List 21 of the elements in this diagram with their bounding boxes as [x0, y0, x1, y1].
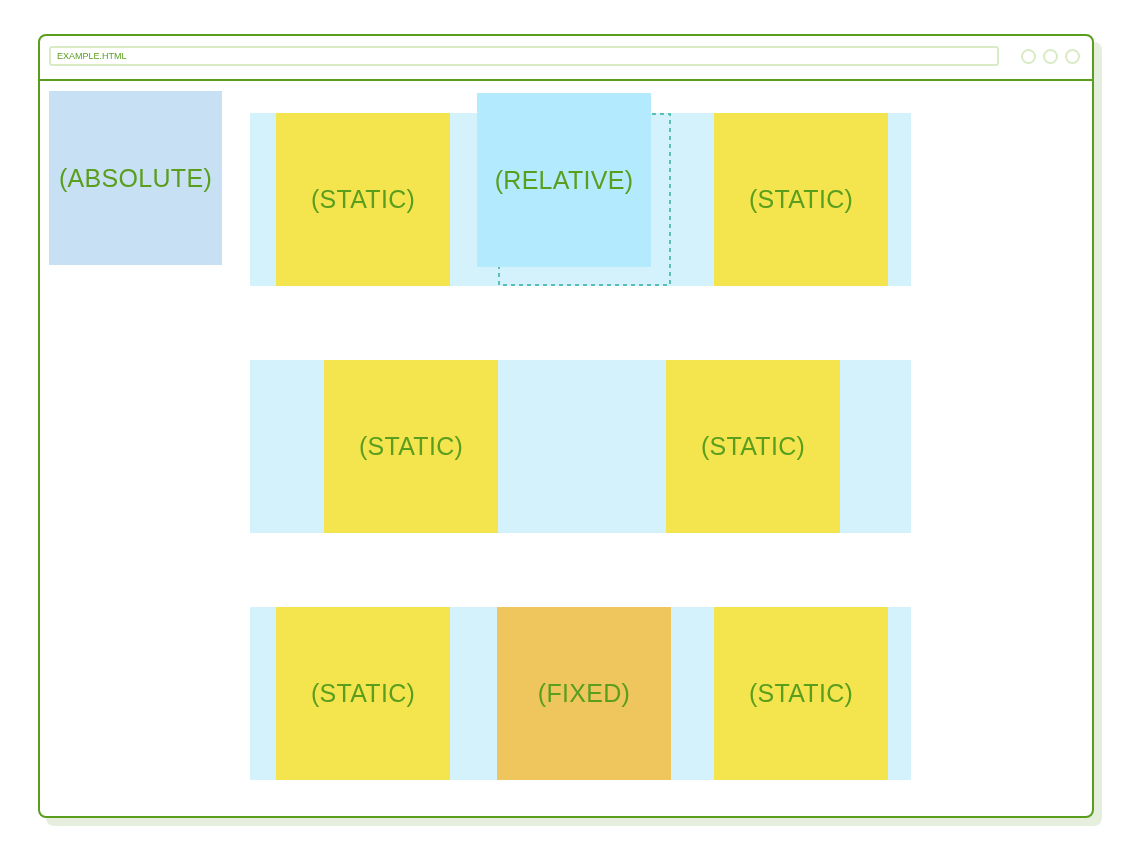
static-box	[714, 607, 888, 780]
row-container	[250, 360, 911, 533]
static-box	[276, 607, 450, 780]
position-label: (STATIC)	[748, 679, 854, 708]
address-bar: EXAMPLE.HTML	[49, 46, 999, 66]
position-label: (RELATIVE)	[494, 165, 634, 195]
position-label: (ABSOLUTE)	[59, 163, 212, 193]
static-box	[276, 113, 450, 286]
fixed-box	[497, 607, 671, 780]
position-label: (STATIC)	[358, 432, 464, 461]
static-box	[324, 360, 498, 533]
absolute-box	[49, 91, 222, 265]
position-label: (STATIC)	[748, 185, 854, 214]
relative-box	[477, 93, 651, 267]
row-container	[250, 607, 911, 780]
position-label: (STATIC)	[700, 432, 806, 461]
position-label: (STATIC)	[310, 679, 416, 708]
position-label: (FIXED)	[537, 679, 631, 708]
static-box	[714, 113, 888, 286]
static-box	[666, 360, 840, 533]
position-label: (STATIC)	[310, 185, 416, 214]
